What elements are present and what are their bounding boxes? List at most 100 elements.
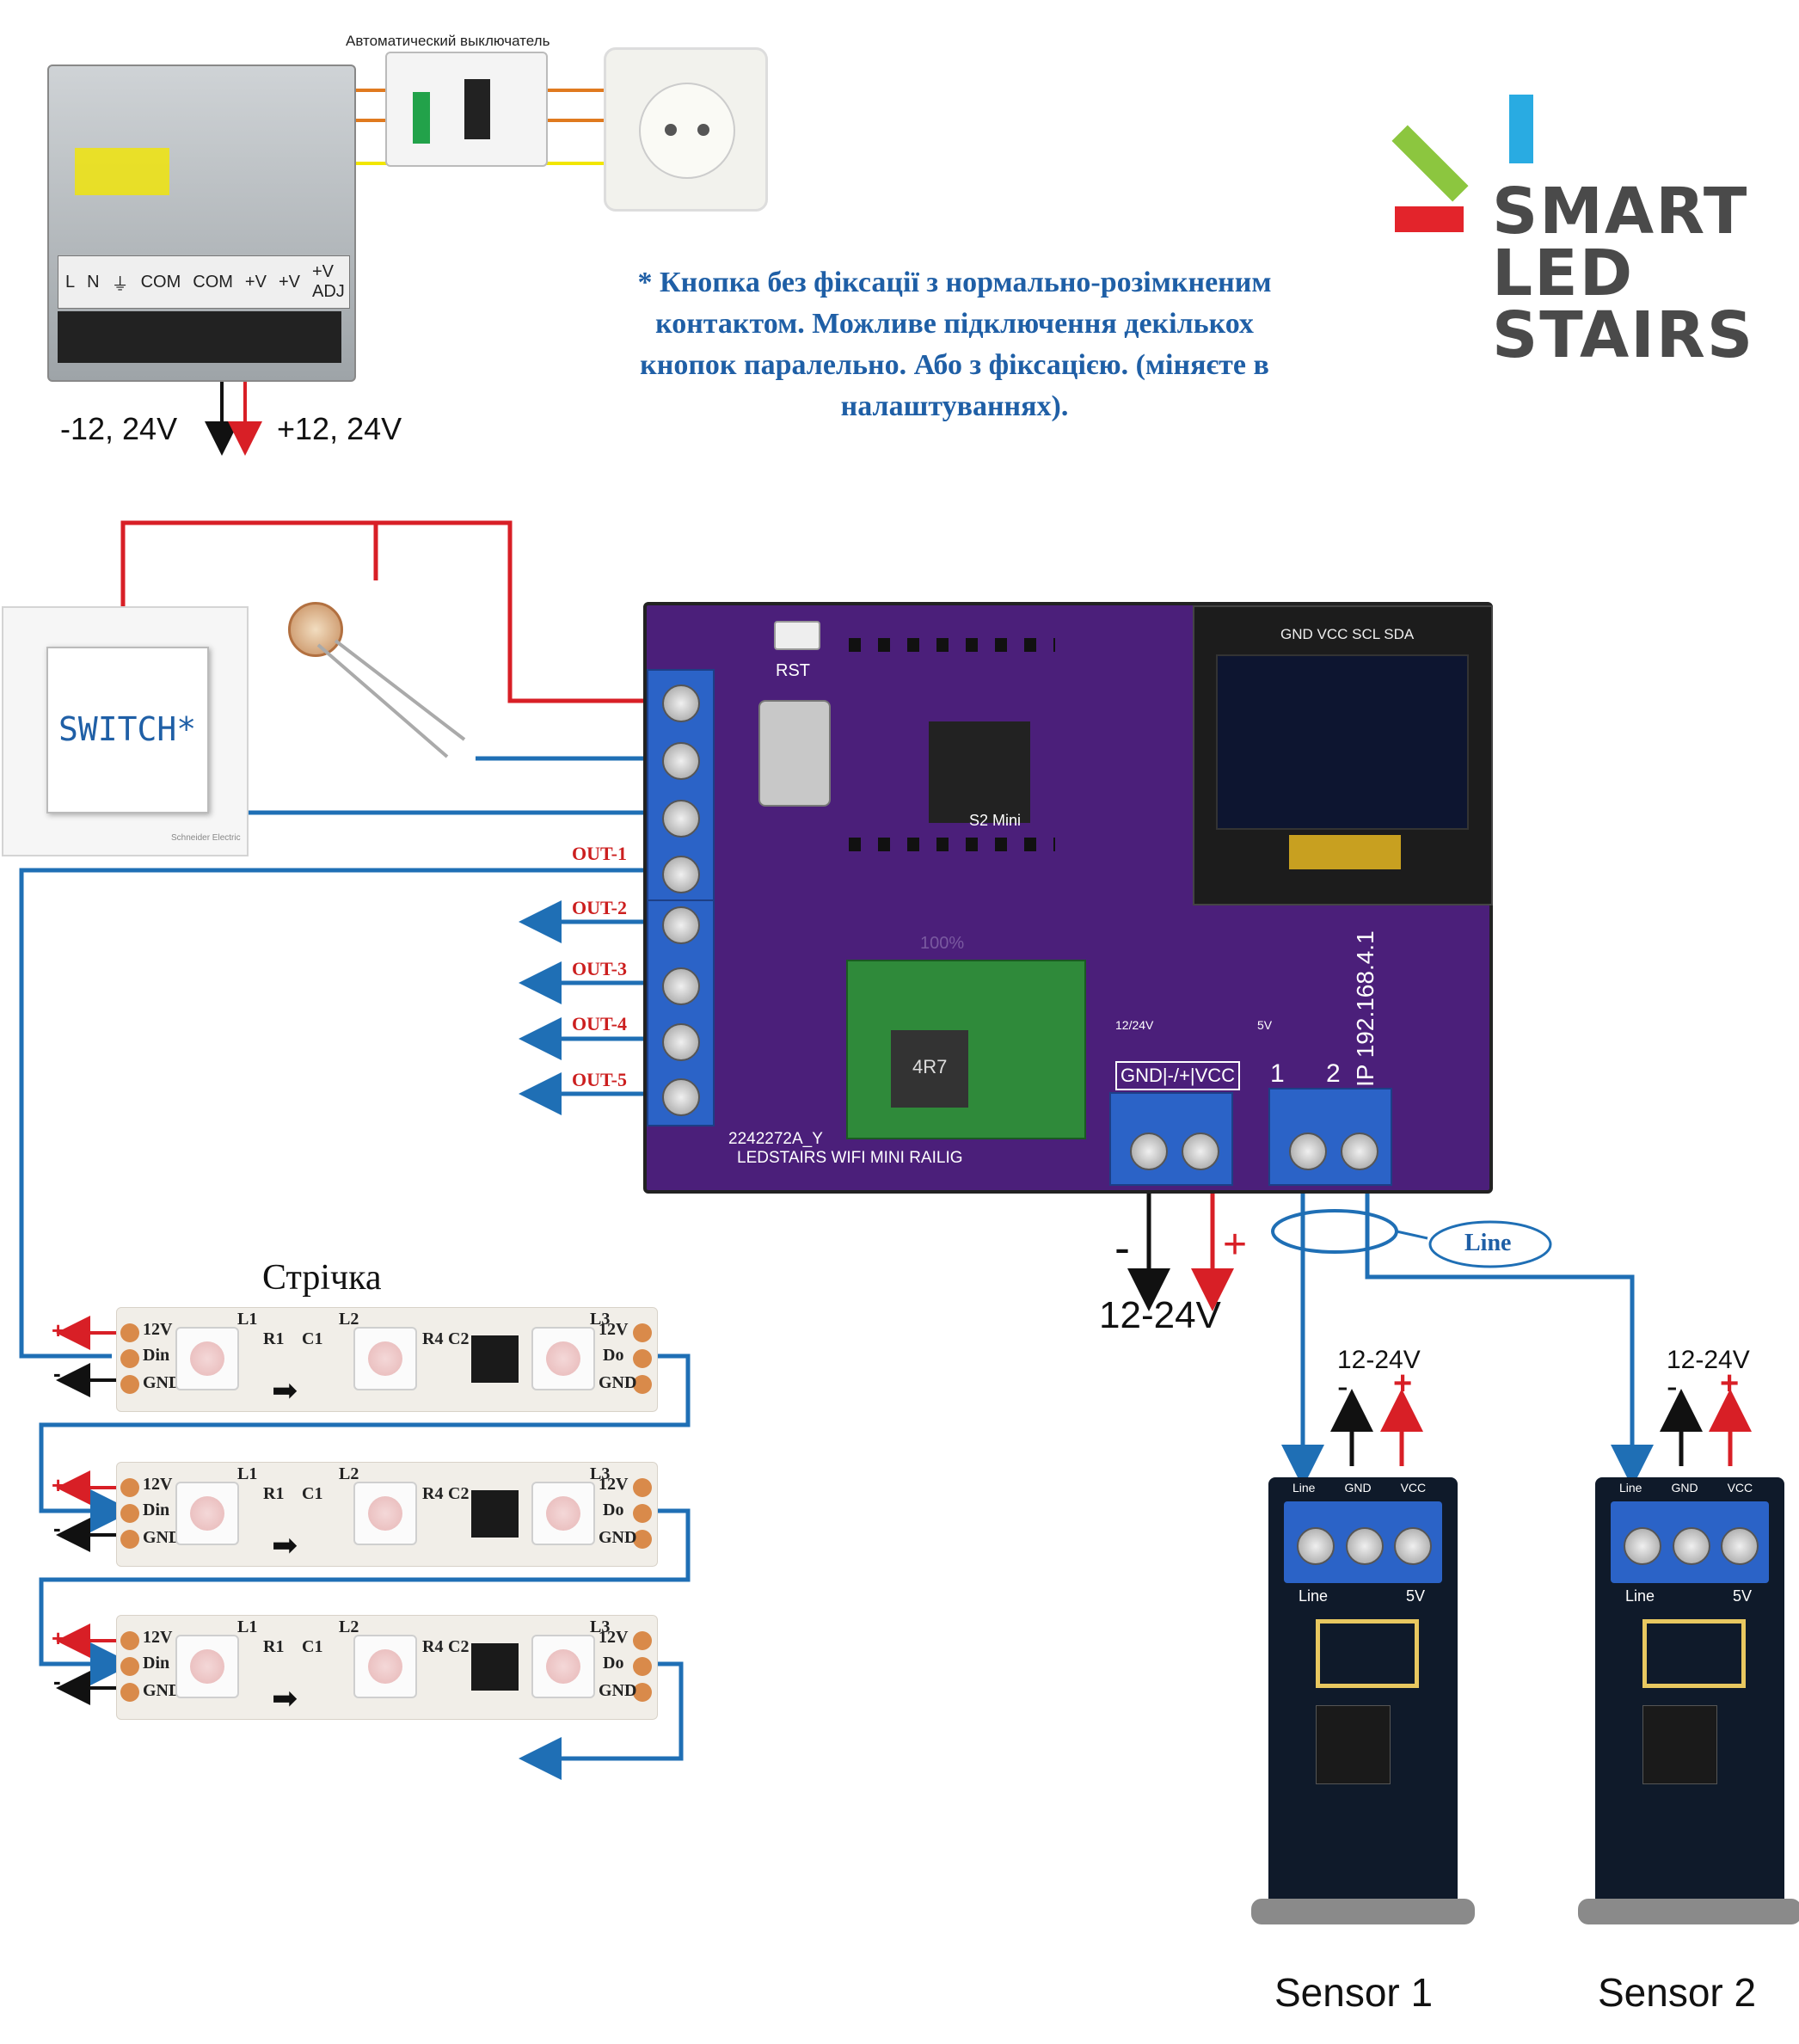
oled-ribbon (1289, 835, 1401, 869)
led-1 (175, 1482, 239, 1545)
ip-label: IP 192.168.4.1 (1352, 930, 1378, 1087)
output-terminal-block (647, 899, 715, 1126)
logo-mark (1391, 95, 1533, 232)
terminal-screw-1[interactable] (662, 684, 700, 722)
terminal-screw-4[interactable] (662, 856, 700, 893)
terminal-label-power: GND|-/+|VCC (1115, 1061, 1241, 1090)
terminal-screw-out5[interactable] (662, 1078, 700, 1116)
pad-gnd (120, 1530, 139, 1549)
pad-do (633, 1657, 652, 1676)
strip-comp-r1: R1 (263, 1637, 285, 1656)
inductor (891, 1030, 968, 1108)
sensor-screw-1[interactable] (1289, 1132, 1327, 1170)
power-voltage-label: 12-24V (1099, 1294, 1221, 1336)
led-2-lens (368, 1649, 402, 1684)
strip-pin-12v: 12V (143, 1628, 173, 1647)
psu-minus-label: -12, 24V (60, 411, 178, 446)
pad-12v-out (633, 1631, 652, 1650)
strip-comp-c1: C1 (302, 1637, 323, 1656)
logo-line-led: LED (1492, 236, 1635, 310)
sensor-1-antenna (1316, 1619, 1419, 1688)
sensor-2-pin-labels: Line GND VCC (1619, 1481, 1753, 1495)
strip-comp-l1: L1 (237, 1617, 258, 1636)
strip-pin-gnd: GND (143, 1373, 181, 1392)
strip-plus-label: + (52, 1472, 65, 1498)
line-label: Line (1464, 1230, 1512, 1256)
rst-button[interactable] (774, 621, 820, 650)
breaker-green-label (413, 92, 430, 144)
sensor-1-board-label-5v: 5V (1406, 1587, 1426, 1605)
strip-minus-label: - (53, 1360, 61, 1386)
sensor-2-mount (1578, 1899, 1799, 1924)
power-screw-plus[interactable] (1182, 1132, 1219, 1170)
terminal-screw-3[interactable] (662, 800, 700, 838)
direction-arrow-icon: ➡ (272, 1372, 298, 1408)
sensor-1-pin-gnd: GND (1344, 1481, 1372, 1495)
led-2 (353, 1635, 417, 1698)
socket-hole-left (665, 124, 677, 136)
strip-pin-12v: 12V (143, 1320, 173, 1339)
led-1-lens (190, 1341, 224, 1376)
strip-power-arrows (56, 1316, 116, 1705)
usb-c-port[interactable] (758, 700, 831, 807)
pad-gnd-out (633, 1530, 652, 1549)
psu-screws (58, 311, 341, 363)
sensor-power-arrows (1330, 1389, 1752, 1466)
socket-face (639, 83, 735, 179)
sensor-1-screw-line[interactable] (1297, 1527, 1335, 1565)
terminal-screw-out2[interactable] (662, 906, 700, 944)
out-label-4: OUT-4 (572, 1013, 627, 1034)
module-label: S2 Mini (969, 812, 1022, 829)
pad-12v (120, 1478, 139, 1497)
terminal-screw-2[interactable] (662, 742, 700, 780)
oled-pins: GND VCC SCL SDA (1280, 626, 1415, 642)
led-3-lens (546, 1496, 580, 1531)
wall-switch: SWITCH* Schneider Electric (2, 606, 249, 856)
psu-term-v2: +V (278, 272, 300, 292)
sensor-2-voltage: 12-24V (1667, 1346, 1750, 1374)
pad-12v-out (633, 1478, 652, 1497)
out-label-5: OUT-5 (572, 1069, 627, 1090)
sensor-1-screw-gnd[interactable] (1346, 1527, 1384, 1565)
photoresistor-leads (316, 639, 466, 758)
sensor-1-mount (1251, 1899, 1475, 1924)
sensor-2-screw-gnd[interactable] (1673, 1527, 1710, 1565)
sensor-2-pin-vcc: VCC (1727, 1481, 1753, 1495)
sensor-1-terminal (1284, 1501, 1442, 1583)
oled-display: GND VCC SCL SDA (1193, 605, 1493, 905)
psu-term-n: N (87, 272, 100, 292)
strip-comp-c2: C2 (448, 1329, 470, 1348)
strip-out-do: Do (603, 1501, 624, 1519)
sensor-screw-2[interactable] (1341, 1132, 1378, 1170)
strip-pin-din: Din (143, 1346, 170, 1365)
psu-plus-label: +12, 24V (277, 411, 402, 446)
led-2-lens (368, 1496, 402, 1531)
strip-minus-label: - (53, 1668, 61, 1694)
pad-12v (120, 1631, 139, 1650)
sensor-1-minus: - (1337, 1369, 1348, 1405)
pad-din (120, 1657, 139, 1676)
sensor-1-board-label-line: Line (1299, 1587, 1329, 1605)
sensor-1-screw-vcc[interactable] (1394, 1527, 1432, 1565)
driver-ic (471, 1643, 519, 1691)
sensor-2-antenna (1642, 1619, 1746, 1688)
input-wires (120, 520, 643, 815)
sensor-2-minus: - (1667, 1369, 1678, 1405)
terminal-screw-out3[interactable] (662, 967, 700, 1005)
sensor-2-screw-line[interactable] (1624, 1527, 1661, 1565)
strip-plus-label: + (52, 1317, 65, 1343)
terminal-screw-out4[interactable] (662, 1023, 700, 1061)
strip-comp-r4: R4 (422, 1484, 444, 1503)
photoresistor (288, 602, 343, 657)
power-screw-minus[interactable] (1130, 1132, 1168, 1170)
pad-do (633, 1504, 652, 1523)
sensor-1-pin-vcc: VCC (1400, 1481, 1427, 1495)
power-plus-label: + (1223, 1222, 1248, 1268)
sensor-1-pin-line: Line (1292, 1481, 1316, 1495)
strip-comp-r1: R1 (263, 1329, 285, 1348)
led-3-lens (546, 1649, 580, 1684)
sensor-2-screw-vcc[interactable] (1721, 1527, 1759, 1565)
psu-term-l: L (65, 272, 76, 292)
strip-comp-l3: L3 (590, 1310, 611, 1329)
